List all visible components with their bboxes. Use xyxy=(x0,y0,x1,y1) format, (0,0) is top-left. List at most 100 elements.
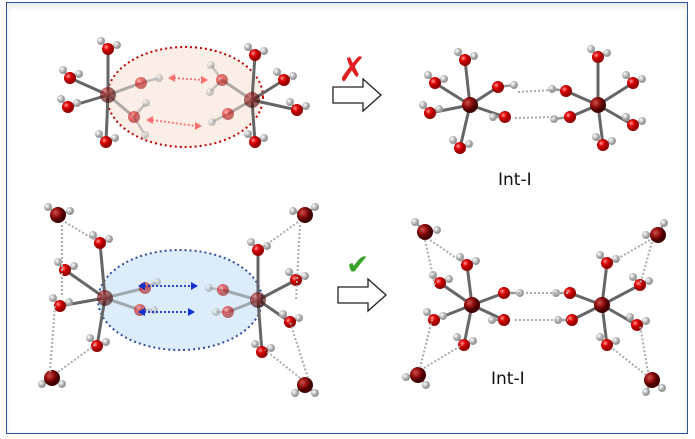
hydrogen-atom xyxy=(638,75,646,83)
hydrogen-atom xyxy=(291,389,299,397)
oxygen-atom xyxy=(601,339,613,351)
oxygen-atom xyxy=(256,346,268,358)
hydrogen-atom xyxy=(59,66,67,74)
hydrogen-atom xyxy=(142,99,150,107)
hydrogen-atom xyxy=(435,105,443,113)
oxygen-atom xyxy=(135,77,147,89)
oxygen-atom xyxy=(459,54,471,66)
hydrogen-atom xyxy=(49,294,57,302)
hydrogen-atom xyxy=(608,137,616,145)
oxygen-atom xyxy=(627,77,639,89)
hydrogen-atom xyxy=(111,134,119,142)
oxygen-atom xyxy=(252,244,264,256)
oxygen-atom xyxy=(499,111,511,123)
hydrogen-bond xyxy=(423,344,463,369)
oxygen-atom xyxy=(222,306,234,318)
metal-atom xyxy=(462,97,478,113)
hydrogen-atom xyxy=(645,277,653,285)
hydrogen-atom xyxy=(302,102,310,110)
hydrogen-atom xyxy=(273,68,281,76)
hydrogen-bond xyxy=(289,321,309,379)
arrowhead xyxy=(138,282,145,290)
hydrogen-atom xyxy=(73,99,81,107)
oxygen-atom xyxy=(592,51,604,63)
oxygen-atom xyxy=(461,259,473,271)
hydrogen-atom xyxy=(54,258,62,266)
label-int-i-bottom: Int-I xyxy=(491,369,525,389)
metal-atom xyxy=(590,97,606,113)
hydrogen-atom xyxy=(424,71,432,79)
oxygen-atom xyxy=(102,43,114,55)
hydrogen-atom xyxy=(596,333,604,341)
hydrogen-atom xyxy=(423,308,431,316)
hydrogen-bond xyxy=(261,221,299,249)
oxygen-atom xyxy=(454,142,466,154)
hydrogen-atom xyxy=(642,231,650,239)
hydrogen-atom xyxy=(95,130,103,138)
hydrogen-atom xyxy=(208,118,216,126)
hydrogen-atom xyxy=(295,314,303,322)
oxygen-atom xyxy=(100,136,112,148)
oxygen-atom xyxy=(278,74,290,86)
hydrogen-atom xyxy=(587,45,595,53)
hydrogen-atom xyxy=(75,70,83,78)
oxygen-atom xyxy=(601,257,613,269)
hydrogen-atom xyxy=(445,275,453,283)
hydrogen-atom xyxy=(279,310,287,318)
oxygen-atom xyxy=(498,287,510,299)
hydrogen-atom xyxy=(44,203,52,211)
hydrogen-atom xyxy=(105,235,113,243)
hydrogen-atom xyxy=(285,268,293,276)
hydrogen-atom xyxy=(155,74,163,82)
hydrogen-atom xyxy=(247,238,255,246)
hydrogen-bond xyxy=(514,116,556,119)
hydrogen-bond xyxy=(419,319,433,369)
hydrogen-atom xyxy=(38,380,46,388)
oxygen-atom xyxy=(564,111,576,123)
oxygen-atom xyxy=(249,136,261,148)
hydrogen-atom xyxy=(212,308,220,316)
hydrogen-atom xyxy=(596,251,604,259)
hydrogen-atom xyxy=(439,312,447,320)
hydrogen-atom xyxy=(419,101,427,109)
oxygen-atom xyxy=(429,77,441,89)
highlight-ellipse-bottom xyxy=(97,249,263,351)
metal-atom xyxy=(250,292,266,308)
hydrogen-atom xyxy=(206,88,214,96)
hydrogen-atom xyxy=(311,389,319,397)
hydrogen-atom xyxy=(86,334,94,342)
hydrogen-atom xyxy=(113,41,121,49)
hydrogen-bond xyxy=(49,304,56,373)
hydrogen-atom xyxy=(65,298,73,306)
oxygen-atom xyxy=(249,49,261,61)
metal-atom xyxy=(44,370,60,386)
hydrogen-bond xyxy=(639,241,653,286)
oxygen-atom xyxy=(631,319,643,331)
hydrogen-atom xyxy=(433,226,441,234)
oxygen-atom xyxy=(91,340,103,352)
hydrogen-bond xyxy=(57,344,96,373)
hydrogen-atom xyxy=(89,231,97,239)
hydrogen-atom xyxy=(205,284,213,292)
oxygen-atom xyxy=(64,72,76,84)
hydrogen-atom xyxy=(489,113,497,121)
metal-oxygen-bond xyxy=(95,297,107,347)
hydrogen-atom xyxy=(603,49,611,57)
hydrogen-atom xyxy=(244,130,252,138)
hydrogen-atom xyxy=(286,98,294,106)
metal-atom xyxy=(644,372,660,388)
hydrogen-atom xyxy=(469,337,477,345)
reaction-arrow-bottom xyxy=(337,277,387,313)
hydrogen-atom xyxy=(97,37,105,45)
arrowhead xyxy=(201,76,208,84)
oxygen-atom xyxy=(566,314,578,326)
hydrogen-atom xyxy=(244,43,252,51)
hydrogen-atom xyxy=(289,72,297,80)
metal-atom xyxy=(650,227,666,243)
hydrogen-atom xyxy=(207,61,215,69)
hydrogen-atom xyxy=(267,344,275,352)
oxygen-atom xyxy=(291,104,303,116)
metal-atom xyxy=(410,367,426,383)
hydrogen-atom xyxy=(58,380,66,388)
metal-oxygen-bond xyxy=(64,268,106,300)
